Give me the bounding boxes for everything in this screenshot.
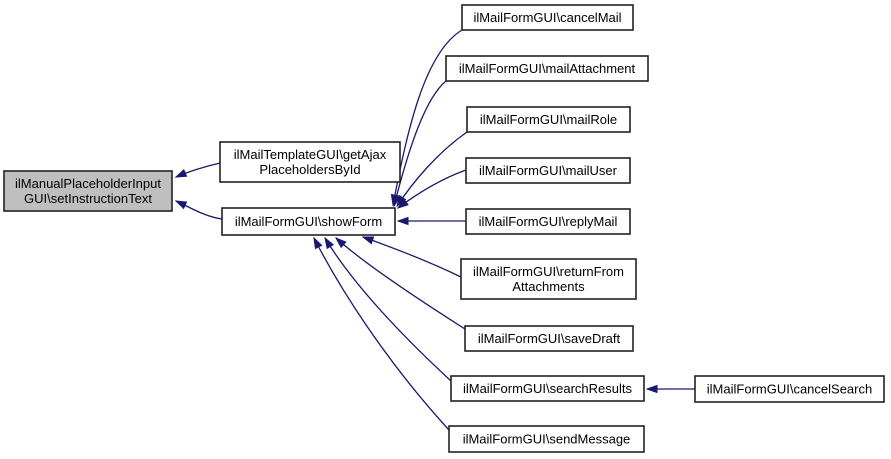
node-set-instruction-text[interactable]: ilManualPlaceholderInputGUI\setInstructi… bbox=[3, 170, 173, 212]
node-mail-user[interactable]: ilMailFormGUI\mailUser bbox=[465, 157, 631, 184]
node-label-line: ilMailFormGUI\mailRole bbox=[480, 112, 617, 127]
edge-search-results-to-show-form bbox=[325, 238, 452, 382]
node-box[interactable] bbox=[448, 425, 645, 453]
node-cancel-search[interactable]: ilMailFormGUI\cancelSearch bbox=[694, 375, 885, 403]
node-label-line: ilMailFormGUI\mailAttachment bbox=[459, 61, 636, 76]
node-label-line: ilMailFormGUI\cancelMail bbox=[473, 10, 621, 25]
node-label-line: Attachments bbox=[512, 279, 585, 294]
node-box[interactable] bbox=[465, 157, 631, 184]
node-box[interactable] bbox=[694, 375, 885, 403]
node-box[interactable] bbox=[466, 106, 631, 133]
node-label-line: ilMailFormGUI\showForm bbox=[235, 214, 382, 229]
node-save-draft[interactable]: ilMailFormGUI\saveDraft bbox=[464, 325, 634, 352]
node-box[interactable] bbox=[219, 141, 401, 183]
edge-send-message-to-show-form bbox=[314, 238, 450, 431]
node-box[interactable] bbox=[450, 375, 645, 402]
edge-mail-user-to-show-form bbox=[398, 169, 467, 208]
node-cancel-mail[interactable]: ilMailFormGUI\cancelMail bbox=[461, 4, 634, 31]
edge-mail-attachment-to-show-form bbox=[394, 80, 447, 206]
edge-show-form-to-set-instruction-text bbox=[176, 201, 223, 220]
node-box[interactable] bbox=[460, 258, 637, 300]
edge-return-from-attachments-to-show-form bbox=[363, 236, 462, 278]
node-mail-role[interactable]: ilMailFormGUI\mailRole bbox=[466, 106, 631, 133]
node-box[interactable] bbox=[221, 207, 396, 236]
node-label-line: ilMailFormGUI\replyMail bbox=[479, 214, 618, 229]
node-label-line: ilMailFormGUI\sendMessage bbox=[463, 432, 631, 447]
node-search-results[interactable]: ilMailFormGUI\searchResults bbox=[450, 375, 645, 402]
node-send-message[interactable]: ilMailFormGUI\sendMessage bbox=[448, 425, 645, 453]
node-box[interactable] bbox=[464, 325, 634, 352]
node-show-form[interactable]: ilMailFormGUI\showForm bbox=[221, 207, 396, 236]
node-box[interactable] bbox=[3, 170, 173, 212]
edge-get-ajax-placeholders-by-id-to-set-instruction-text bbox=[176, 162, 221, 178]
node-label-line: GUI\setInstructionText bbox=[24, 191, 152, 206]
node-label-line: ilMailFormGUI\mailUser bbox=[479, 163, 618, 178]
node-reply-mail[interactable]: ilMailFormGUI\replyMail bbox=[465, 208, 631, 235]
node-label-line: ilMailFormGUI\cancelSearch bbox=[707, 382, 872, 397]
node-label-line: ilManualPlaceholderInput bbox=[15, 176, 161, 191]
node-box[interactable] bbox=[461, 4, 634, 31]
node-get-ajax-placeholders-by-id[interactable]: ilMailTemplateGUI\getAjaxPlaceholdersByI… bbox=[219, 141, 401, 183]
node-label-line: PlaceholdersById bbox=[259, 162, 360, 177]
node-label-line: ilMailTemplateGUI\getAjax bbox=[234, 147, 387, 162]
edge-save-draft-to-show-form bbox=[336, 238, 466, 330]
node-box[interactable] bbox=[465, 208, 631, 235]
edge-mail-role-to-show-form bbox=[397, 131, 468, 206]
node-label-line: ilMailFormGUI\returnFrom bbox=[473, 264, 624, 279]
node-box[interactable] bbox=[445, 55, 649, 82]
node-label-line: ilMailFormGUI\saveDraft bbox=[478, 331, 621, 346]
node-label-line: ilMailFormGUI\searchResults bbox=[463, 381, 633, 396]
node-mail-attachment[interactable]: ilMailFormGUI\mailAttachment bbox=[445, 55, 649, 82]
